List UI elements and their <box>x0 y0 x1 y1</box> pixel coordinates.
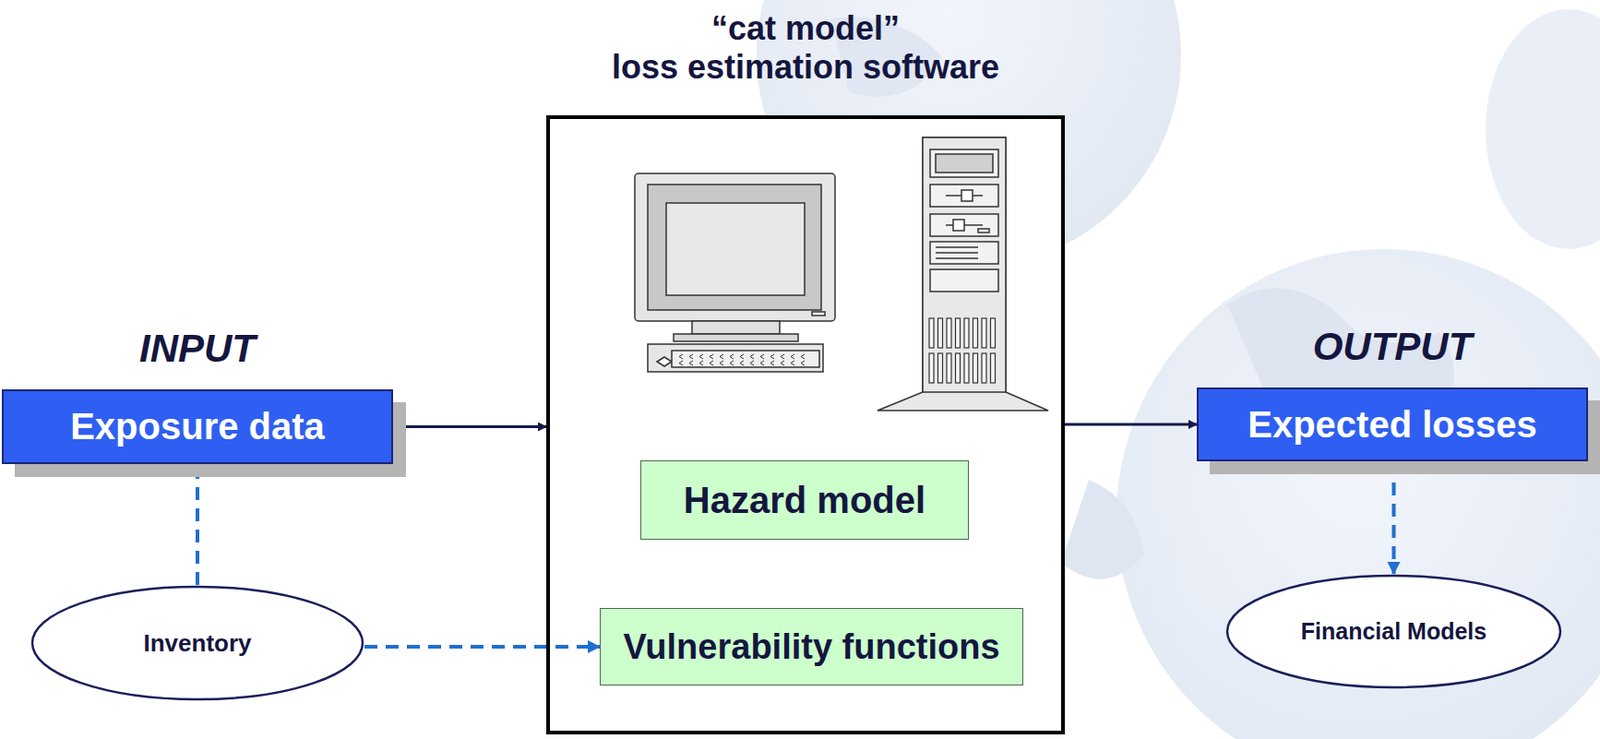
dashed-arrow <box>1392 461 1397 574</box>
key-stroke <box>679 354 683 359</box>
vent-slot <box>929 353 934 383</box>
vent-slot <box>929 318 934 348</box>
key-stroke <box>760 354 765 359</box>
software-box-fill <box>546 115 1065 735</box>
vent-slot <box>964 353 969 383</box>
monitor-icon <box>634 173 836 372</box>
key-stroke <box>719 354 724 359</box>
vent-slot <box>981 318 987 348</box>
input-box: INPUTExposure data <box>1 389 394 465</box>
node-label: Financial Models <box>1301 618 1487 645</box>
vent-slot <box>938 318 944 348</box>
heading-group: “cat model”loss estimation software <box>494 9 1117 86</box>
key-stroke <box>790 354 795 359</box>
output-box: OUTPUTExpected losses <box>1196 387 1589 462</box>
ellipse-shape <box>1227 575 1561 688</box>
node-label: Expected losses <box>1247 404 1538 446</box>
key-stroke <box>800 354 805 359</box>
key-stroke <box>679 360 683 366</box>
key-stroke <box>729 354 734 359</box>
key-stroke <box>740 360 744 366</box>
flow-arrow <box>393 425 547 429</box>
dashed-arrow <box>364 644 600 649</box>
software-box: “cat model”loss estimation softwareHazar… <box>546 115 1065 735</box>
dashed-arrow <box>195 464 200 586</box>
vent-slot <box>955 318 961 348</box>
vent-slot <box>946 318 952 348</box>
vent-slot <box>964 318 969 348</box>
key-stroke <box>689 354 693 359</box>
vent-slot <box>938 353 944 383</box>
inventory-ellipse: Inventory <box>30 585 365 702</box>
key-stroke <box>709 354 714 359</box>
key-stroke <box>729 360 734 366</box>
key-stroke <box>760 360 765 366</box>
node-label: Vulnerability functions <box>622 627 1000 668</box>
heading-text: INPUT <box>0 326 447 371</box>
flow-arrow <box>1064 423 1197 427</box>
ellipse-shape <box>32 586 363 700</box>
key-stroke <box>750 354 754 359</box>
heading-text: “cat model” <box>494 9 1117 48</box>
key-stroke <box>750 360 754 366</box>
vent-slot <box>973 353 979 383</box>
node-label: Exposure data <box>70 405 325 448</box>
vent-slot <box>991 353 996 383</box>
heading-group: OUTPUT <box>1143 324 1600 370</box>
vent-slot <box>991 318 996 348</box>
key-stroke <box>709 360 714 366</box>
node-label: Hazard model <box>683 479 926 522</box>
tower-icon <box>877 137 1049 411</box>
hazard-box: Hazard model <box>640 460 969 540</box>
key-stroke <box>780 354 785 359</box>
key-stroke <box>800 360 805 366</box>
heading-group: INPUT <box>0 326 447 371</box>
key-stroke <box>790 360 795 366</box>
financial-ellipse: Financial Models <box>1225 573 1563 690</box>
node-label: Inventory <box>143 629 251 658</box>
key-stroke <box>740 354 744 359</box>
vent-slot <box>973 318 979 348</box>
key-stroke <box>770 360 775 366</box>
key-stroke <box>719 360 724 366</box>
key-stroke <box>770 354 775 359</box>
key-stroke <box>699 360 704 366</box>
vent-slot <box>981 353 987 383</box>
vent-slot <box>946 353 952 383</box>
key-stroke <box>699 354 704 359</box>
vent-slot <box>955 353 961 383</box>
key-stroke <box>780 360 785 366</box>
heading-text: OUTPUT <box>1143 324 1600 370</box>
vulnerability-box: Vulnerability functions <box>599 608 1024 686</box>
heading-text: loss estimation software <box>494 47 1117 86</box>
key-stroke <box>689 360 693 366</box>
